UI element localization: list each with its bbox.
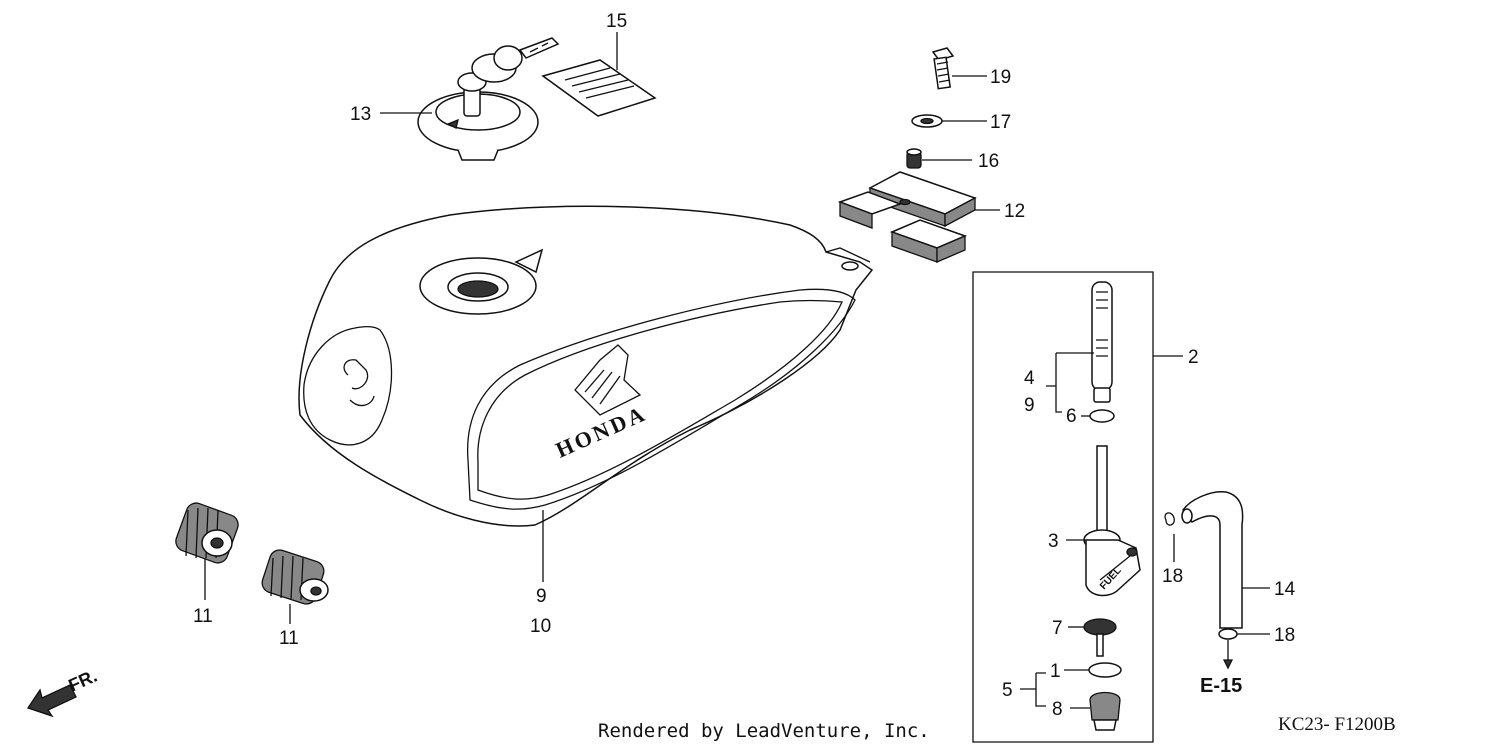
callout-6: 6 (1066, 406, 1077, 427)
collar[interactable] (906, 148, 922, 169)
callout-19: 19 (990, 67, 1011, 88)
callout-2: 2 (1188, 347, 1199, 368)
sediment-cup-o-ring[interactable] (1088, 662, 1122, 678)
fuel-cap-assembly[interactable] (417, 37, 560, 161)
callout-18-lower: 18 (1274, 625, 1295, 646)
callout-5: 5 (1002, 680, 1013, 701)
callout-17: 17 (990, 112, 1011, 133)
callout-3: 3 (1048, 531, 1059, 552)
strainer-o-ring[interactable] (1089, 409, 1115, 423)
callout-12: 12 (1004, 201, 1025, 222)
fuel-valve-group-box (972, 271, 1154, 743)
callout-4: 4 (1024, 368, 1035, 389)
sediment-cup[interactable] (1089, 691, 1121, 731)
sediment-filter[interactable] (1083, 618, 1117, 657)
caution-label[interactable] (541, 59, 657, 117)
callout-16: 16 (978, 151, 999, 172)
callout-7: 7 (1052, 618, 1063, 639)
cross-reference-link[interactable]: E-15 (1200, 675, 1242, 697)
callout-11-right: 11 (279, 628, 299, 649)
leader-lines (204, 32, 1270, 709)
flange-bolt[interactable] (931, 47, 955, 90)
fuel-tank[interactable]: HONDA (298, 205, 874, 527)
honda-wing-logo-icon (574, 344, 642, 416)
fuel-tube[interactable] (1181, 491, 1244, 629)
tube-clip-lower[interactable] (1218, 628, 1238, 640)
callout-8: 8 (1052, 699, 1063, 720)
callout-numbers: 13 15 19 17 16 12 2 4 9 6 3 7 1 5 8 18 1… (193, 11, 1296, 720)
front-direction-arrow-icon (26, 684, 77, 718)
callout-9-valve: 9 (1024, 395, 1035, 416)
render-credit: Rendered by LeadVenture, Inc. (598, 720, 930, 742)
tank-mounting-rubber[interactable] (837, 171, 977, 263)
tank-damper-rubber-left[interactable] (173, 500, 241, 565)
callout-1: 1 (1050, 661, 1061, 682)
callout-9-tank: 9 (536, 586, 547, 607)
tank-damper-rubber-right[interactable] (260, 547, 329, 606)
fuel-strainer[interactable] (1091, 281, 1113, 403)
callout-13: 13 (350, 104, 371, 125)
callout-18-upper: 18 (1162, 566, 1183, 587)
callout-11-left: 11 (193, 606, 213, 627)
front-marker: FR. (65, 666, 100, 696)
callout-14: 14 (1274, 579, 1296, 600)
washer[interactable] (911, 114, 943, 128)
diagram-code: KC23- F1200B (1278, 714, 1396, 735)
fuel-valve[interactable]: FUEL (1083, 445, 1141, 597)
tube-clip-upper[interactable] (1164, 512, 1175, 526)
callout-15: 15 (606, 11, 627, 32)
callout-10: 10 (530, 616, 551, 637)
